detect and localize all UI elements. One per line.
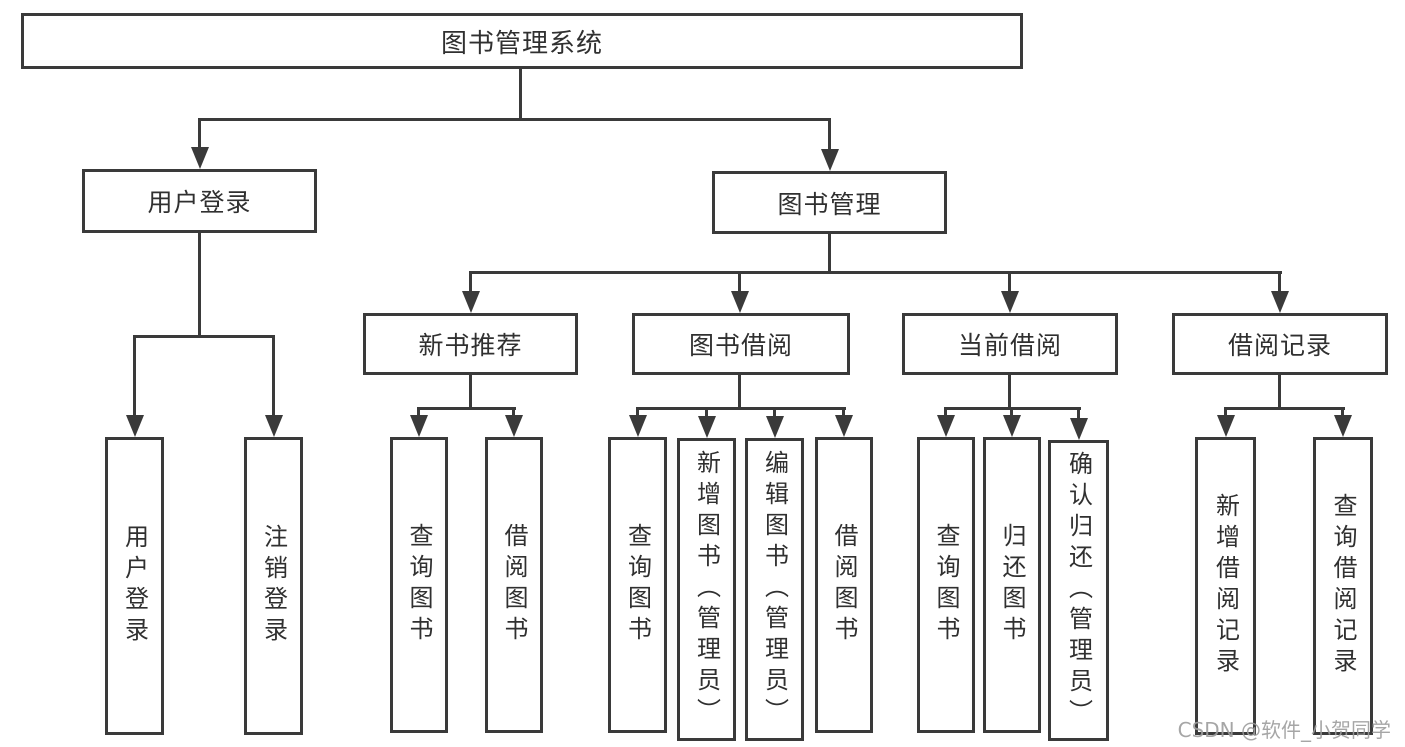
connector-borrow-split xyxy=(636,407,846,410)
connector-user-login-split xyxy=(133,335,275,338)
connector-book-management-trunk xyxy=(828,232,831,274)
node-label: 用户登录 xyxy=(120,524,149,648)
node-confirm-return-admin: 确认归还（管理员） xyxy=(1048,440,1109,741)
node-label: 查询图书 xyxy=(932,523,960,647)
node-label: 查询图书 xyxy=(623,523,652,647)
node-query-books-current: 查询图书 xyxy=(917,437,975,733)
arrow-down-icon xyxy=(505,415,523,437)
arrow-down-icon xyxy=(265,415,283,437)
node-label: 编辑图书（管理员） xyxy=(760,450,789,729)
connector-drop-section xyxy=(469,271,472,293)
node-label: 图书管理系统 xyxy=(440,28,603,59)
arrow-down-icon xyxy=(410,415,428,437)
node-add-borrow-record: 新增借阅记录 xyxy=(1195,437,1256,735)
connector-drop-leaf xyxy=(1010,407,1013,417)
arrow-down-icon xyxy=(191,147,209,169)
connector-root-trunk xyxy=(519,66,522,121)
connector-drop-leaf xyxy=(705,407,708,418)
arrow-down-icon xyxy=(629,415,647,437)
connector-drop-section xyxy=(738,271,741,293)
node-label: 归还图书 xyxy=(998,523,1026,647)
node-label: 借阅记录 xyxy=(1227,331,1332,360)
connector-drop-leaf xyxy=(944,407,947,417)
node-borrow-records: 借阅记录 xyxy=(1172,313,1388,375)
node-user-login: 用户登录 xyxy=(82,169,317,233)
connector-drop-leaf xyxy=(417,407,420,417)
arrow-down-icon xyxy=(462,291,480,313)
node-edit-book-admin: 编辑图书（管理员） xyxy=(745,438,804,741)
node-logout: 注销登录 xyxy=(244,437,303,735)
arrow-down-icon xyxy=(1070,418,1088,440)
node-label: 借阅图书 xyxy=(830,523,858,647)
arrow-down-icon xyxy=(126,415,144,437)
connector-drop-section xyxy=(1278,271,1281,293)
connector-drop-leaf xyxy=(133,335,136,417)
node-label: 注销登录 xyxy=(259,524,288,648)
connector-drop-leaf xyxy=(1077,407,1080,420)
node-label: 新书推荐 xyxy=(418,331,523,360)
connector-drop-leaf xyxy=(773,407,776,418)
node-library-management-system: 图书管理系统 xyxy=(21,13,1023,69)
connector-current-trunk xyxy=(1008,375,1011,410)
node-book-management: 图书管理 xyxy=(712,171,947,234)
node-add-book-admin: 新增图书（管理员） xyxy=(677,438,736,741)
node-query-books-borrow: 查询图书 xyxy=(608,437,667,733)
arrow-down-icon xyxy=(698,416,716,438)
arrow-down-icon xyxy=(766,416,784,438)
arrow-down-icon xyxy=(1003,415,1021,437)
connector-user-login-trunk xyxy=(198,231,201,338)
node-user-login-leaf: 用户登录 xyxy=(105,437,164,735)
connector-drop-section xyxy=(1008,271,1011,293)
node-return-book: 归还图书 xyxy=(983,437,1041,733)
node-query-borrow-record: 查询借阅记录 xyxy=(1313,437,1373,735)
arrow-down-icon xyxy=(821,149,839,171)
connector-drop-user-login xyxy=(198,118,201,149)
node-current-borrow: 当前借阅 xyxy=(902,313,1118,375)
connector-borrow-trunk xyxy=(738,375,741,410)
connector-records-split xyxy=(1224,407,1345,410)
node-query-books-recommend: 查询图书 xyxy=(390,437,448,733)
arrow-down-icon xyxy=(835,415,853,437)
node-label: 图书借阅 xyxy=(688,331,793,360)
node-label: 新增借阅记录 xyxy=(1211,493,1240,679)
connector-drop-leaf xyxy=(1224,407,1227,417)
connector-drop-leaf xyxy=(636,407,639,417)
csdn-watermark: CSDN @软件_小贺同学 xyxy=(1177,718,1391,742)
arrow-down-icon xyxy=(937,415,955,437)
node-label: 当前借阅 xyxy=(957,331,1062,360)
node-label: 借阅图书 xyxy=(500,523,528,647)
node-borrow-books-recommend: 借阅图书 xyxy=(485,437,543,733)
node-new-book-recommend: 新书推荐 xyxy=(363,313,578,375)
connector-drop-leaf xyxy=(272,335,275,417)
arrow-down-icon xyxy=(731,291,749,313)
connector-recommend-split xyxy=(417,407,516,410)
node-borrow-books: 借阅图书 xyxy=(815,437,873,733)
node-label: 查询图书 xyxy=(405,523,433,647)
node-label: 用户登录 xyxy=(147,188,252,217)
connector-drop-leaf xyxy=(1341,407,1344,417)
node-book-borrow: 图书借阅 xyxy=(632,313,850,375)
node-label: 新增图书（管理员） xyxy=(692,450,721,729)
node-label: 查询借阅记录 xyxy=(1329,493,1357,679)
arrow-down-icon xyxy=(1271,291,1289,313)
arrow-down-icon xyxy=(1001,291,1019,313)
connector-root-split xyxy=(198,118,831,121)
connector-recommend-trunk xyxy=(469,375,472,410)
connector-drop-leaf xyxy=(512,407,515,417)
connector-book-management-split xyxy=(469,271,1282,274)
connector-drop-book-management xyxy=(828,118,831,151)
node-label: 图书管理 xyxy=(777,189,882,219)
arrow-down-icon xyxy=(1334,415,1352,437)
connector-drop-leaf xyxy=(842,407,845,417)
arrow-down-icon xyxy=(1217,415,1235,437)
node-label: 确认归还（管理员） xyxy=(1064,451,1093,730)
connector-records-trunk xyxy=(1278,375,1281,410)
